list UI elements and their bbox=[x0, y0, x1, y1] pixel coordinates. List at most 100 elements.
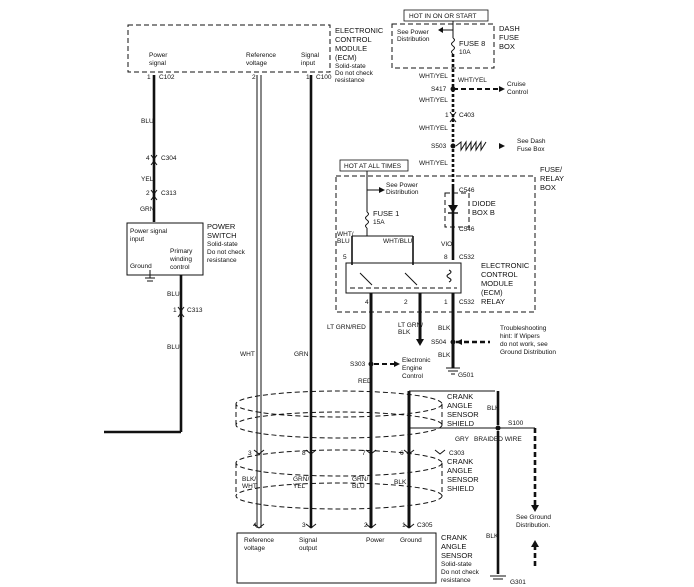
wire-color-label: WHT/YEL bbox=[419, 73, 448, 80]
wire-color-label: LT GRN/RED bbox=[327, 324, 366, 331]
wire-color-label: RED bbox=[358, 378, 372, 385]
pin-label: 7 bbox=[362, 450, 366, 457]
wire-color-label: GRN/ bbox=[293, 476, 309, 483]
ecm-signal-input-label: input bbox=[301, 60, 315, 67]
pin-label: 1 bbox=[173, 307, 177, 314]
wire-color-label: YEL bbox=[293, 483, 306, 490]
crank-sensor-note: resistance bbox=[441, 577, 471, 584]
wire-color-label: BLU bbox=[167, 291, 180, 298]
fuse1-label: FUSE 1 bbox=[373, 209, 399, 218]
primary-winding-circuit: BLU 1 C313 BLU bbox=[104, 275, 203, 434]
ecm-ref-voltage-label: Reference bbox=[246, 52, 276, 59]
fuse1-rating: 15A bbox=[373, 219, 385, 226]
power-switch-winding-label: Primary bbox=[170, 248, 193, 255]
crank-angle-sensor: Reference voltage Signal output Power Gr… bbox=[236, 532, 480, 584]
wire-color-label: BLK bbox=[398, 329, 411, 336]
pin-label: 8 bbox=[302, 450, 306, 457]
see-power-distribution-label: See Power bbox=[386, 182, 419, 189]
connector-label-c546: C546 bbox=[459, 187, 475, 194]
ecm-note-line: Solid-state bbox=[335, 63, 366, 70]
shield-ground-circuit: BLK S100 GRY BRAIDED WIRE See Ground Dis… bbox=[407, 390, 551, 586]
sensor-signal-output-label: output bbox=[299, 545, 317, 552]
wire-color-label: WHT/YEL bbox=[419, 125, 448, 132]
connector-label-c303: C303 bbox=[449, 450, 465, 457]
connector-label-c313: C313 bbox=[187, 307, 203, 314]
fuse-relay-box: HOT AT ALL TIMES FUSE/ RELAY BOX See Pow… bbox=[335, 159, 564, 313]
hot-run-start-label: HOT IN ON OR START bbox=[409, 13, 477, 20]
power-switch: Power signal input Primary winding contr… bbox=[126, 222, 246, 282]
pin-label: 4 bbox=[146, 155, 150, 162]
crank-angle-sensor-shield-top: CRANK ANGLE SENSOR SHIELD bbox=[235, 390, 479, 439]
crank-shield-title: SENSOR bbox=[447, 475, 479, 484]
wire-color-label: VIO bbox=[441, 241, 452, 248]
ecm-title-line: (ECM) bbox=[335, 53, 357, 62]
troubleshooting-hint: Troubleshooting bbox=[500, 325, 547, 332]
pin-label: 1 bbox=[306, 74, 310, 81]
connector-label-c102: C102 bbox=[159, 74, 175, 81]
sensor-ref-voltage-label: Reference bbox=[244, 537, 274, 544]
connector-c303: 3 8 7 6 C303 bbox=[248, 449, 465, 457]
dash-fuse-box-title: FUSE bbox=[499, 33, 519, 42]
ecm-title-line: CONTROL bbox=[335, 35, 372, 44]
fuse8-label: FUSE 8 bbox=[459, 39, 485, 48]
pin-label: 6 bbox=[400, 450, 404, 457]
wire-color-label: BLU bbox=[167, 344, 180, 351]
pin-label: 3 bbox=[302, 522, 306, 529]
power-switch-winding-label: control bbox=[170, 264, 190, 271]
power-switch-title: SWITCH bbox=[207, 231, 237, 240]
wire-color-label: WHT/YEL bbox=[419, 97, 448, 104]
splice-label-s504: S504 bbox=[431, 339, 447, 346]
fuse-relay-box-title: BOX bbox=[540, 183, 556, 192]
see-ground-distribution-label: See Ground bbox=[516, 514, 551, 521]
pin-label: 1 bbox=[444, 299, 448, 306]
pin-label: 2 bbox=[404, 299, 408, 306]
ecm-to-sensor-wires: WHT GRN bbox=[240, 75, 313, 528]
pin-label: 3 bbox=[248, 450, 252, 457]
power-switch-note: Do not check bbox=[207, 249, 246, 256]
pin-label: 5 bbox=[343, 254, 347, 261]
pin-label: 4 bbox=[365, 299, 369, 306]
fuse8-rating: 10A bbox=[459, 49, 471, 56]
sensor-ground-label: Ground bbox=[400, 537, 422, 544]
troubleshooting-hint: hint: If Wipers bbox=[500, 333, 540, 340]
connector-label-c532: C532 bbox=[459, 254, 475, 261]
connector-label-c304: C304 bbox=[161, 155, 177, 162]
crank-sensor-note: Do not check bbox=[441, 569, 480, 576]
wire-color-label: GRN/ bbox=[352, 476, 368, 483]
power-signal-circuit: BLU 4 C304 YEL 2 C313 GRN bbox=[140, 75, 177, 222]
crank-shield-title: ANGLE bbox=[447, 466, 472, 475]
wire-color-label: BLK bbox=[438, 325, 451, 332]
connector-label-c546: C546 bbox=[459, 226, 475, 233]
dash-fuse-box-title: DASH bbox=[499, 24, 520, 33]
crank-shield-title: SHIELD bbox=[447, 484, 475, 493]
troubleshooting-hint: do not work, see bbox=[500, 341, 548, 348]
splice-label-s503: S503 bbox=[431, 143, 447, 150]
wire-color-label: BLK bbox=[394, 479, 407, 486]
splice-label-s417: S417 bbox=[431, 86, 447, 93]
wht-yel-circuit: WHT/YEL WHT/YEL S417 Cruise Control WHT/… bbox=[419, 54, 546, 186]
wire-color-label: GRN bbox=[294, 351, 309, 358]
wire-color-label: WHT bbox=[242, 483, 257, 490]
ecm-note-line: Do not check bbox=[335, 70, 374, 77]
power-switch-input-label: Power signal bbox=[130, 228, 168, 235]
wire-color-label: BLU bbox=[337, 238, 350, 245]
sensor-wire-labels: BLK/ WHT GRN/ YEL GRN/ BLU BLK bbox=[242, 476, 407, 490]
connector-c305: 4 3 2 1 C305 bbox=[253, 522, 433, 529]
sensor-ref-voltage-label: voltage bbox=[244, 545, 265, 552]
ecm-module: ELECTRONIC CONTROL MODULE (ECM) Solid-st… bbox=[127, 24, 384, 84]
connector-label-c305: C305 bbox=[417, 522, 433, 529]
see-dash-fuse-box-label: See Dash bbox=[517, 138, 546, 145]
troubleshooting-hint: Ground Distribution bbox=[500, 349, 556, 356]
wire-color-label: WHT/YEL bbox=[419, 160, 448, 167]
ecm-relay-title: (ECM) bbox=[481, 288, 503, 297]
see-ground-distribution-label: Distribution. bbox=[516, 522, 551, 529]
ecm-signal-input-label: Signal bbox=[301, 52, 320, 59]
power-switch-note: resistance bbox=[207, 257, 237, 264]
ecm-relay-title: RELAY bbox=[481, 297, 505, 306]
ecm-relay-title: CONTROL bbox=[481, 270, 518, 279]
connector-label-c100: C100 bbox=[316, 74, 332, 81]
electronic-engine-control-label: Engine bbox=[402, 365, 423, 372]
ecm-power-signal-label: signal bbox=[149, 60, 167, 67]
connector-label-c313: C313 bbox=[161, 190, 177, 197]
pin-label: 2 bbox=[252, 74, 256, 81]
